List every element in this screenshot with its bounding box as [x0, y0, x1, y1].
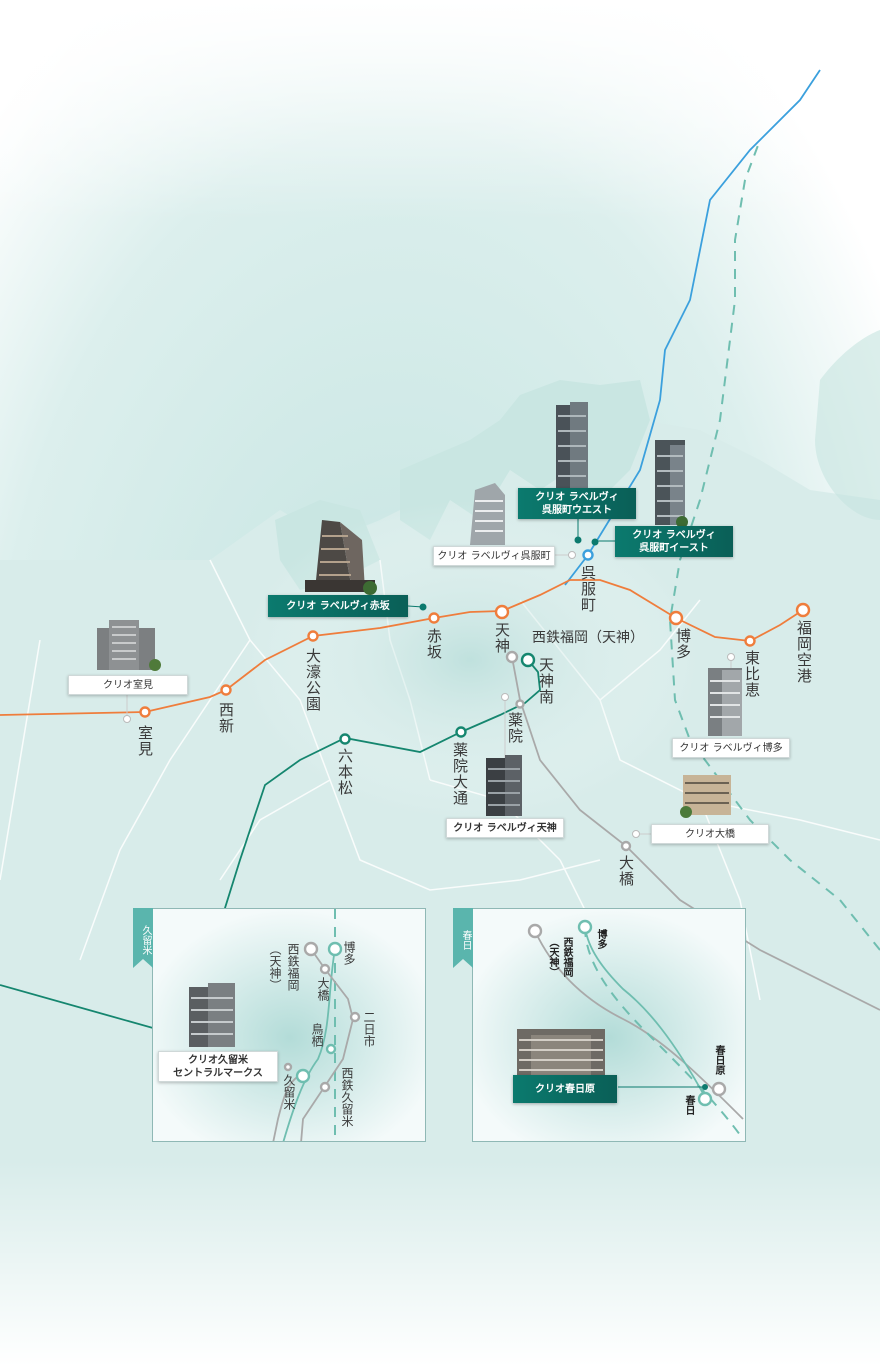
station-yakuin: 薬院 — [506, 712, 524, 744]
kurume-station-nishitetsu-kurume: 西鉄久留米 — [340, 1067, 354, 1127]
property-label-gofuku[interactable]: クリオ ラベルヴィ呉服町 — [433, 546, 555, 566]
property-name: クリオ ラベルヴィ赤坂 — [286, 600, 390, 612]
property-label-tenjin[interactable]: クリオ ラベルヴィ天神 — [446, 818, 564, 838]
east-bay — [815, 330, 880, 520]
property-name-line2: セントラルマークス — [173, 1067, 263, 1079]
building-ohashi — [680, 775, 731, 818]
station-higashihie: 東比恵 — [743, 650, 761, 698]
building-akasaka — [305, 520, 377, 595]
kasuga-inset-map — [473, 909, 745, 1141]
station-yakuin-odori: 薬院大通 — [451, 742, 469, 806]
kasuga-inset: 博多 西鉄福岡 （天神） 春日原 春日 クリオ春日原 — [472, 908, 746, 1142]
property-dots — [123, 518, 735, 838]
gray-line — [511, 656, 880, 1011]
kurume-station-futsukaichi: 二日市 — [362, 1011, 376, 1047]
property-label-east[interactable]: クリオ ラベルヴィ 呉服町イースト — [615, 526, 733, 557]
property-label-akasaka[interactable]: クリオ ラベルヴィ赤坂 — [268, 595, 408, 617]
building-gofuku — [470, 483, 505, 545]
station-airport: 福岡空港 — [795, 620, 813, 684]
station-ohashi: 大橋 — [617, 855, 635, 887]
property-label-muromi[interactable]: クリオ室見 — [68, 675, 188, 695]
station-muromi: 室見 — [136, 725, 154, 757]
kurume-station-tosu: 鳥栖 — [310, 1023, 324, 1047]
property-name: クリオ ラベルヴィ博多 — [679, 742, 783, 754]
kurume-station-ohashi: 大橋 — [316, 977, 330, 1001]
kurume-tag: 久留米 — [133, 908, 153, 968]
building-tenjin — [486, 755, 522, 816]
green-stations — [339, 652, 536, 745]
building-hakata — [708, 668, 742, 736]
kurume-station-kurume: 久留米 — [282, 1074, 296, 1110]
property-name-line1: クリオ久留米 — [188, 1054, 248, 1066]
property-name: クリオ ラベルヴィ呉服町 — [437, 550, 551, 562]
kurume-inset-map — [153, 909, 425, 1141]
station-tenjin: 天神 — [493, 622, 511, 654]
property-label-west[interactable]: クリオ ラベルヴィ 呉服町ウエスト — [518, 488, 636, 519]
kurume-inset: 博多 西鉄福岡 （天神） 大橋 二日市 鳥栖 久留米 西鉄久留米 クリオ久留米 … — [152, 908, 426, 1142]
kurume-station-hakata: 博多 — [342, 941, 356, 965]
station-hakata: 博多 — [674, 628, 692, 660]
property-name-line1: クリオ ラベルヴィ — [632, 529, 716, 541]
property-name-line2: 呉服町イースト — [639, 542, 709, 554]
kasuga-station-hakata: 博多 — [595, 929, 606, 949]
building-east — [655, 440, 688, 528]
property-label-ohashi[interactable]: クリオ大橋 — [651, 824, 769, 844]
kasuga-station-kasugabaru: 春日原 — [713, 1045, 724, 1075]
gray-stations — [505, 650, 632, 852]
property-name: クリオ ラベルヴィ天神 — [453, 822, 557, 834]
station-ropponmatsu: 六本松 — [336, 748, 354, 796]
station-ohori: 大濠公園 — [304, 648, 322, 712]
property-name: クリオ春日原 — [535, 1083, 595, 1095]
property-name: クリオ室見 — [103, 679, 153, 691]
station-akasaka: 赤坂 — [425, 628, 443, 660]
property-label-kurume[interactable]: クリオ久留米 セントラルマークス — [158, 1051, 278, 1082]
station-nishitetsu-tenjin: 西鉄福岡（天神） — [532, 630, 644, 646]
building-west — [556, 402, 588, 490]
property-name: クリオ大橋 — [685, 828, 735, 840]
building-muromi — [97, 620, 161, 671]
station-gofukumachi: 呉服町 — [579, 565, 597, 613]
property-label-kasuga[interactable]: クリオ春日原 — [513, 1075, 617, 1103]
kasuga-station-nishitetsu-fukuoka: 西鉄福岡 — [561, 937, 572, 977]
property-name-line1: クリオ ラベルヴィ — [535, 491, 619, 503]
dashed-line — [668, 139, 880, 951]
gofukumachi-station — [582, 549, 594, 561]
kurume-station-tenjin-paren: （天神） — [268, 943, 282, 991]
kurume-station-nishitetsu-fukuoka: 西鉄福岡 — [286, 943, 300, 991]
station-nishijin: 西新 — [217, 702, 235, 734]
kasuga-station-tenjin-paren: （天神） — [547, 937, 558, 977]
property-name-line2: 呉服町ウエスト — [542, 504, 612, 516]
kasuga-station-kasuga: 春日 — [683, 1095, 694, 1115]
station-tenjinminami: 天神南 — [537, 657, 555, 705]
orange-stations — [139, 602, 811, 718]
kasuga-tag: 春日 — [453, 908, 473, 968]
property-label-hakata[interactable]: クリオ ラベルヴィ博多 — [672, 738, 790, 758]
